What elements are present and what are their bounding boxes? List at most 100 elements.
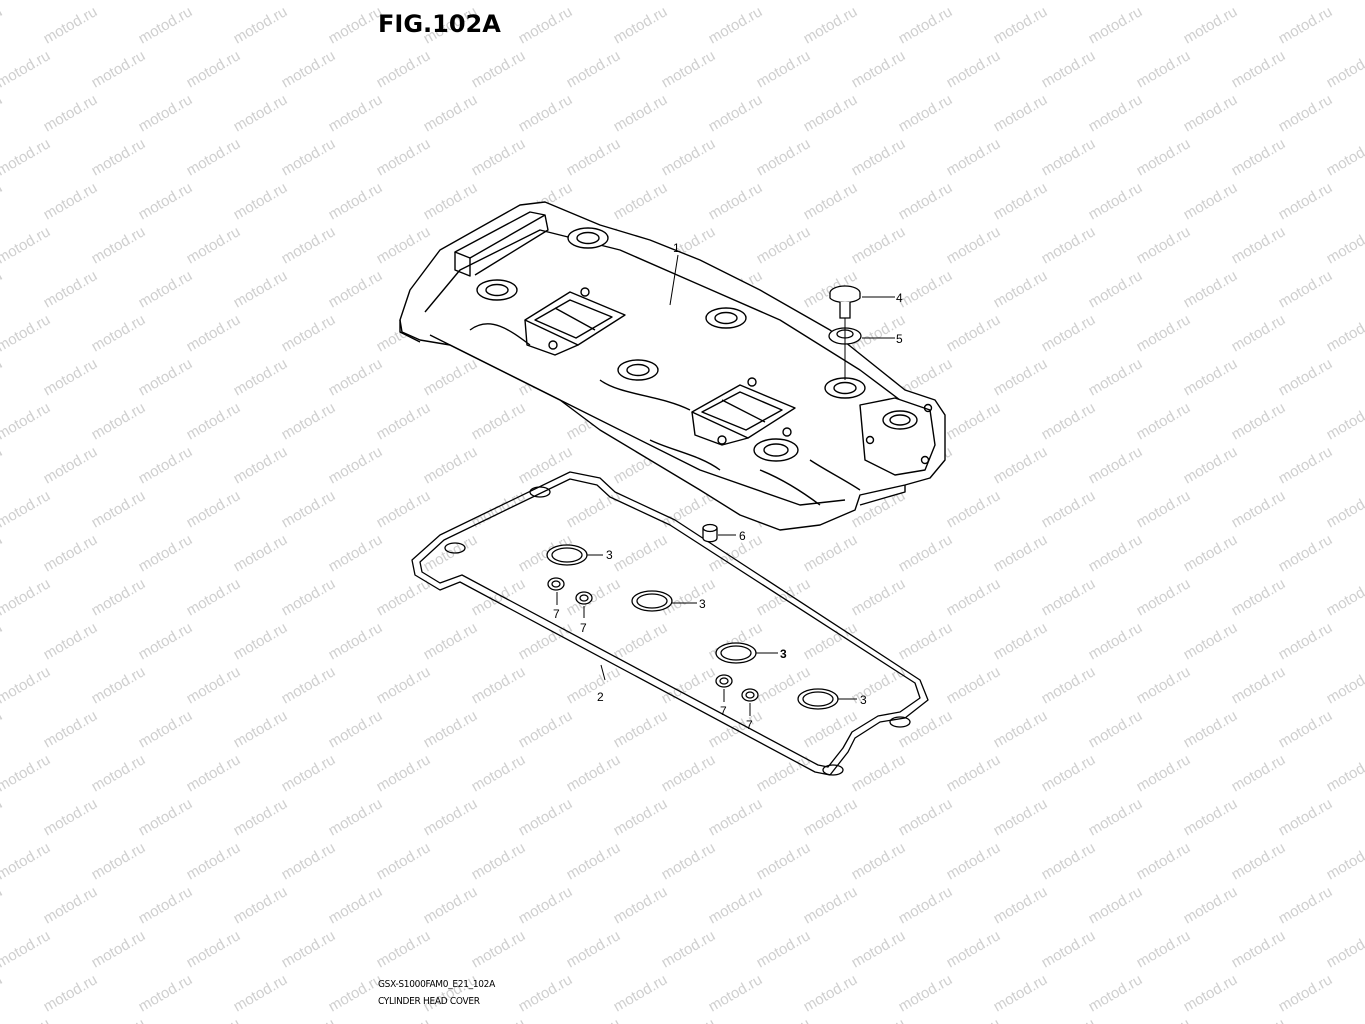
watermark-text: motod.ru: [944, 487, 1004, 531]
watermark-text: motod.ru: [516, 3, 576, 47]
watermark-text: motod.ru: [184, 751, 244, 795]
callout-4: 4: [896, 291, 903, 305]
watermark-text: motod.ru: [801, 91, 861, 135]
watermark-text: motod.ru: [944, 927, 1004, 971]
watermark-text: motod.ru: [1134, 927, 1194, 971]
watermark-text: motod.ru: [1039, 0, 1099, 3]
dowel-pin[interactable]: [702, 523, 718, 543]
watermark-text: motod.ru: [136, 795, 196, 839]
watermark-text: motod.ru: [231, 179, 291, 223]
watermark-text: motod.ru: [136, 883, 196, 927]
watermark-text: motod.ru: [754, 47, 814, 91]
watermark-text: motod.ru: [991, 971, 1051, 1015]
watermark-text: motod.ru: [279, 575, 339, 619]
watermark-text: motod.ru: [706, 883, 766, 927]
watermark-text: motod.ru: [231, 355, 291, 399]
watermark-text: motod.ru: [41, 355, 101, 399]
watermark-text: motod.ru: [89, 47, 149, 91]
watermark-text: motod.ru: [1276, 971, 1336, 1015]
watermark-text: motod.ru: [0, 663, 53, 707]
watermark-text: motod.ru: [0, 443, 5, 487]
watermark-text: motod.ru: [0, 575, 53, 619]
watermark-text: motod.ru: [374, 927, 434, 971]
watermark-text: motod.ru: [41, 795, 101, 839]
watermark-text: motod.ru: [326, 971, 386, 1015]
watermark-text: motod.ru: [754, 927, 814, 971]
watermark-text: motod.ru: [469, 1015, 529, 1024]
cylinder-head-cover-gasket[interactable]: [411, 471, 929, 776]
watermark-text: motod.ru: [184, 311, 244, 355]
watermark-text: motod.ru: [374, 575, 434, 619]
watermark-text: motod.ru: [89, 135, 149, 179]
watermark-text: motod.ru: [184, 223, 244, 267]
watermark-text: motod.ru: [41, 531, 101, 575]
watermark-text: motod.ru: [944, 47, 1004, 91]
figure-title: FIG.102A: [378, 10, 501, 38]
watermark-text: motod.ru: [564, 0, 624, 3]
watermark-text: motod.ru: [0, 795, 5, 839]
small-seals[interactable]: [547, 577, 759, 702]
watermark-text: motod.ru: [991, 355, 1051, 399]
watermark-text: motod.ru: [1229, 487, 1289, 531]
watermark-text: motod.ru: [136, 3, 196, 47]
watermark-text: motod.ru: [1276, 795, 1336, 839]
leader-lines: [556, 254, 895, 716]
watermark-text: motod.ru: [326, 3, 386, 47]
watermark-text: motod.ru: [1229, 1015, 1289, 1024]
watermark-text: motod.ru: [849, 135, 909, 179]
watermark-text: motod.ru: [0, 91, 5, 135]
watermark-text: motod.ru: [41, 883, 101, 927]
watermark-text: motod.ru: [421, 707, 481, 751]
watermark-text: motod.ru: [1324, 0, 1365, 3]
watermark-text: motod.ru: [1229, 575, 1289, 619]
watermark-text: motod.ru: [184, 399, 244, 443]
watermark-text: motod.ru: [1039, 135, 1099, 179]
watermark-text: motod.ru: [896, 267, 956, 311]
watermark-text: motod.ru: [279, 927, 339, 971]
watermark-text: motod.ru: [279, 1015, 339, 1024]
watermark-text: motod.ru: [89, 311, 149, 355]
watermark-text: motod.ru: [136, 531, 196, 575]
watermark-text: motod.ru: [0, 47, 53, 91]
cover-bolt[interactable]: [829, 285, 861, 319]
watermark-text: motod.ru: [1086, 267, 1146, 311]
watermark-text: motod.ru: [279, 663, 339, 707]
watermark-text: motod.ru: [1229, 223, 1289, 267]
figure-caption: CYLINDER HEAD COVER: [378, 996, 480, 1007]
watermark-text: motod.ru: [1229, 927, 1289, 971]
watermark-text: motod.ru: [991, 795, 1051, 839]
watermark-text: motod.ru: [896, 883, 956, 927]
watermark-text: motod.ru: [136, 443, 196, 487]
watermark-text: motod.ru: [896, 707, 956, 751]
watermark-text: motod.ru: [659, 927, 719, 971]
watermark-text: motod.ru: [1276, 531, 1336, 575]
watermark-text: motod.ru: [896, 795, 956, 839]
watermark-text: motod.ru: [1181, 531, 1241, 575]
watermark-text: motod.ru: [1039, 751, 1099, 795]
watermark-text: motod.ru: [944, 1015, 1004, 1024]
watermark-text: motod.ru: [326, 531, 386, 575]
watermark-text: motod.ru: [469, 487, 529, 531]
watermark-text: motod.ru: [1229, 663, 1289, 707]
watermark-text: motod.ru: [1134, 1015, 1194, 1024]
callout-5: 5: [896, 332, 903, 346]
cylinder-head-cover[interactable]: [399, 201, 946, 531]
watermark-text: motod.ru: [1324, 839, 1365, 883]
watermark-text: motod.ru: [991, 3, 1051, 47]
watermark-text: motod.ru: [706, 179, 766, 223]
watermark-text: motod.ru: [1276, 707, 1336, 751]
watermark-text: motod.ru: [1229, 135, 1289, 179]
watermark-text: motod.ru: [896, 3, 956, 47]
watermark-text: motod.ru: [41, 971, 101, 1015]
watermark-text: motod.ru: [279, 839, 339, 883]
watermark-text: motod.ru: [0, 0, 53, 3]
watermark-text: motod.ru: [896, 91, 956, 135]
watermark-text: motod.ru: [1039, 663, 1099, 707]
spark-plug-seals[interactable]: [546, 544, 839, 710]
watermark-text: motod.ru: [41, 443, 101, 487]
watermark-text: motod.ru: [184, 663, 244, 707]
watermark-text: motod.ru: [1039, 399, 1099, 443]
watermark-text: motod.ru: [136, 619, 196, 663]
watermark-text: motod.ru: [1324, 487, 1365, 531]
watermark-text: motod.ru: [706, 91, 766, 135]
